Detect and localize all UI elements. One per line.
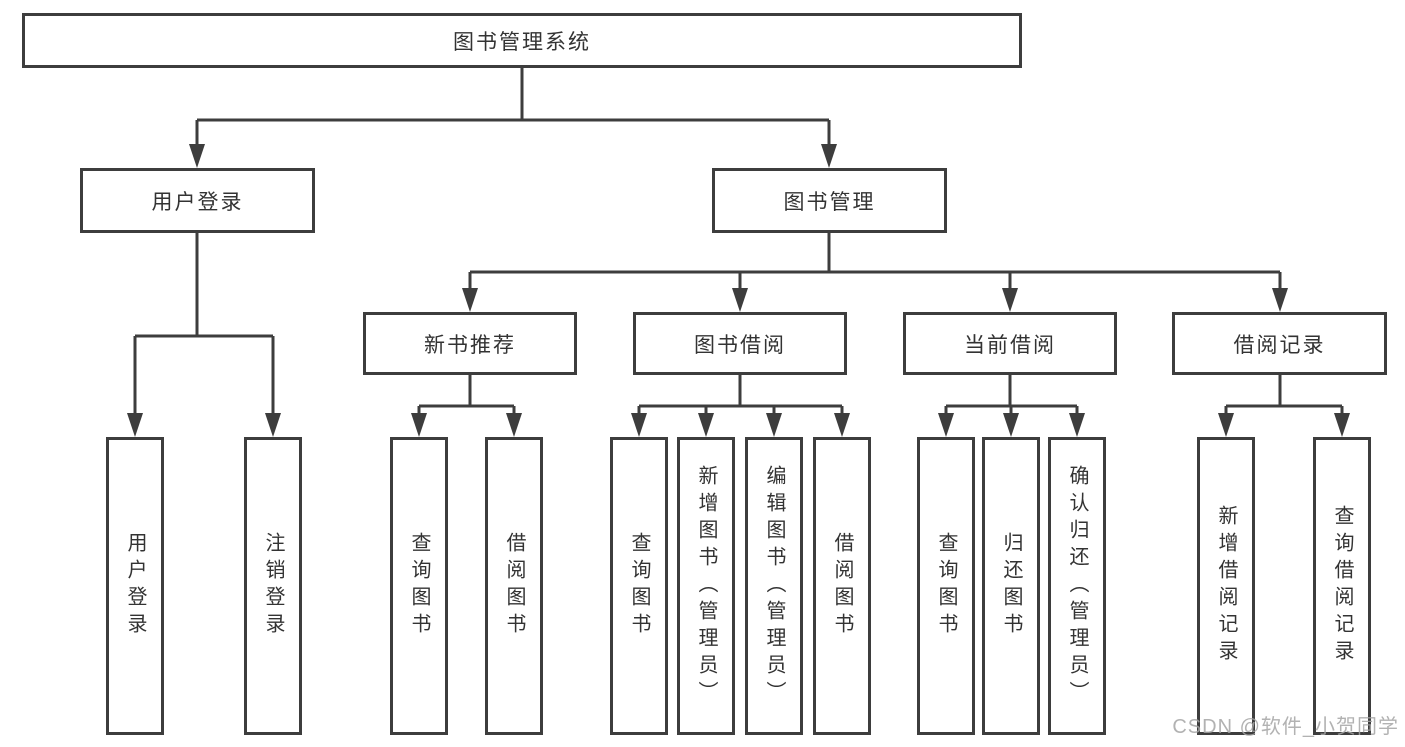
leaf-borrow-books-newbook: 借阅图书 [485,437,543,735]
node-system-root: 图书管理系统 [22,13,1022,68]
node-current-borrowing: 当前借阅 [903,312,1117,375]
leaf-return-books-label: 归还图书 [1000,532,1022,640]
leaf-query-books-borrow: 查询图书 [610,437,668,735]
node-borrowing-records-label: 借阅记录 [1233,333,1326,357]
node-book-borrowing-label: 图书借阅 [694,333,786,357]
leaf-logout-label: 注销登录 [262,532,284,640]
leaf-edit-books-admin: 编辑图书（管理员） [745,437,803,735]
node-system-root-label: 图书管理系统 [453,30,591,54]
node-current-borrowing-label: 当前借阅 [964,333,1056,357]
node-user-login-label: 用户登录 [151,190,244,214]
leaf-query-books-current-label: 查询图书 [935,532,957,640]
leaf-borrow-books-borrow-label: 借阅图书 [831,532,853,640]
leaf-query-borrow-record: 查询借阅记录 [1313,437,1371,735]
leaf-confirm-return-admin-label: 确认归还（管理员） [1066,464,1088,708]
leaf-query-books-newbook: 查询图书 [390,437,448,735]
leaf-user-login-label: 用户登录 [124,532,146,640]
leaf-add-borrow-record-label: 新增借阅记录 [1215,505,1237,667]
leaf-confirm-return-admin: 确认归还（管理员） [1048,437,1106,735]
leaf-user-login: 用户登录 [106,437,164,735]
leaf-logout: 注销登录 [244,437,302,735]
leaf-return-books: 归还图书 [982,437,1040,735]
leaf-query-books-borrow-label: 查询图书 [628,532,650,640]
node-new-book-recommend-label: 新书推荐 [424,333,516,357]
node-borrowing-records: 借阅记录 [1172,312,1387,375]
leaf-borrow-books-newbook-label: 借阅图书 [503,532,525,640]
leaf-add-borrow-record: 新增借阅记录 [1197,437,1255,735]
leaf-query-books-newbook-label: 查询图书 [408,532,430,640]
csdn-watermark: CSDN @软件_小贺同学 [1172,716,1399,738]
node-new-book-recommend: 新书推荐 [363,312,577,375]
leaf-add-books-admin: 新增图书（管理员） [677,437,735,735]
leaf-borrow-books-borrow: 借阅图书 [813,437,871,735]
leaf-query-borrow-record-label: 查询借阅记录 [1331,505,1353,667]
node-book-borrowing: 图书借阅 [633,312,847,375]
leaf-edit-books-admin-label: 编辑图书（管理员） [763,464,785,708]
leaf-add-books-admin-label: 新增图书（管理员） [695,464,717,708]
node-book-management-label: 图书管理 [783,190,876,214]
node-book-management: 图书管理 [712,168,947,233]
leaf-query-books-current: 查询图书 [917,437,975,735]
node-user-login: 用户登录 [80,168,315,233]
